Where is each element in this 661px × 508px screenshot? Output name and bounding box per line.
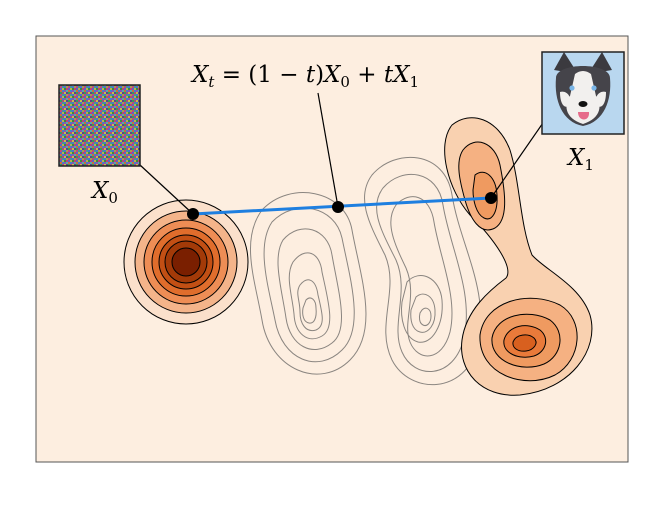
xt-point xyxy=(332,201,344,213)
interpolation-formula: Xt = (1 − t)X0 + tX1 xyxy=(190,62,419,91)
source-ring-7 xyxy=(171,247,201,277)
formula-rhs-i: 1 xyxy=(410,73,420,91)
intermediate-contours-left xyxy=(250,192,367,375)
x0-label-var: X xyxy=(90,178,110,204)
formula-rhs-f: + xyxy=(350,62,384,88)
x0-label: X0 xyxy=(90,178,118,207)
target-upper-contour-3 xyxy=(472,171,498,220)
x1-label: X1 xyxy=(566,145,594,174)
x1-leader-line xyxy=(490,119,546,199)
x0-point xyxy=(187,208,199,220)
formula-rhs-a: = (1 − xyxy=(214,62,305,88)
target-distribution xyxy=(444,117,593,396)
formula-lhs-var: X xyxy=(190,62,210,88)
formula-rhs-b: t xyxy=(306,62,316,88)
target-lower-contour-5 xyxy=(512,334,537,352)
x1-point xyxy=(485,192,497,204)
intermediate-contours-right xyxy=(363,156,482,386)
noise-image-icon xyxy=(58,84,141,167)
formula-rhs-e: 0 xyxy=(340,73,350,91)
x1-label-var: X xyxy=(566,145,586,171)
formula-lhs-sub: t xyxy=(208,73,215,91)
x0-label-sub: 0 xyxy=(108,189,118,207)
x0-leader-line xyxy=(139,164,194,215)
formula-rhs-g: t xyxy=(384,62,394,88)
formula-rhs-c: ) xyxy=(315,62,324,88)
formula-rhs-d: X xyxy=(322,62,342,88)
source-distribution xyxy=(123,199,249,325)
husky-dog-image-icon xyxy=(541,51,625,135)
xt-leader-line xyxy=(317,92,339,208)
formula-rhs-h: X xyxy=(391,62,411,88)
x1-label-sub: 1 xyxy=(584,156,594,174)
